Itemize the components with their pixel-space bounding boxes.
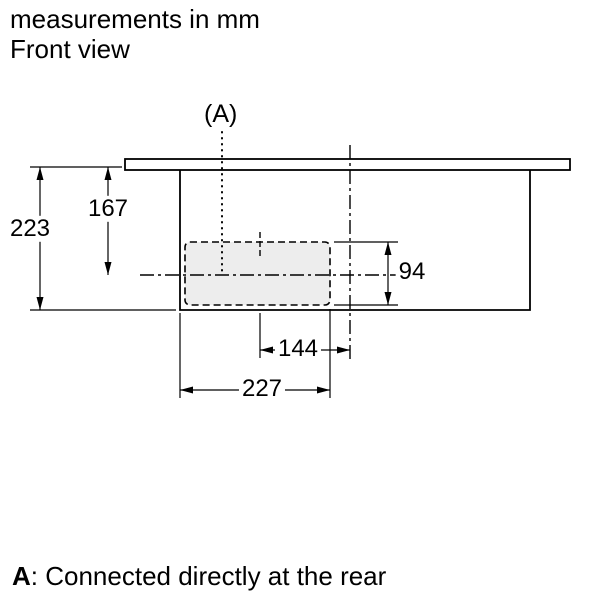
view-title: Front view bbox=[10, 34, 130, 64]
connection-point-label: (A) bbox=[204, 100, 238, 128]
arrowheads bbox=[36, 167, 392, 394]
footnote-label: A bbox=[12, 561, 31, 591]
dim-surface-to-center-label: 167 bbox=[84, 195, 132, 223]
appliance-body bbox=[179, 170, 531, 311]
dim-outlet-height-label: 94 bbox=[395, 258, 429, 286]
dim-center-to-axis-label: 144 bbox=[274, 335, 322, 363]
dim-recess-width-label: 227 bbox=[238, 375, 286, 403]
air-outlet-box bbox=[184, 232, 331, 306]
cooktop-surface bbox=[124, 158, 571, 171]
footnote-text: : Connected directly at the rear bbox=[30, 561, 387, 591]
centerlines bbox=[140, 145, 397, 362]
units-note: measurements in mm bbox=[10, 4, 260, 34]
dim-total-height-label: 223 bbox=[6, 215, 54, 243]
footnote: A: Connected directly at the rear bbox=[12, 561, 386, 592]
